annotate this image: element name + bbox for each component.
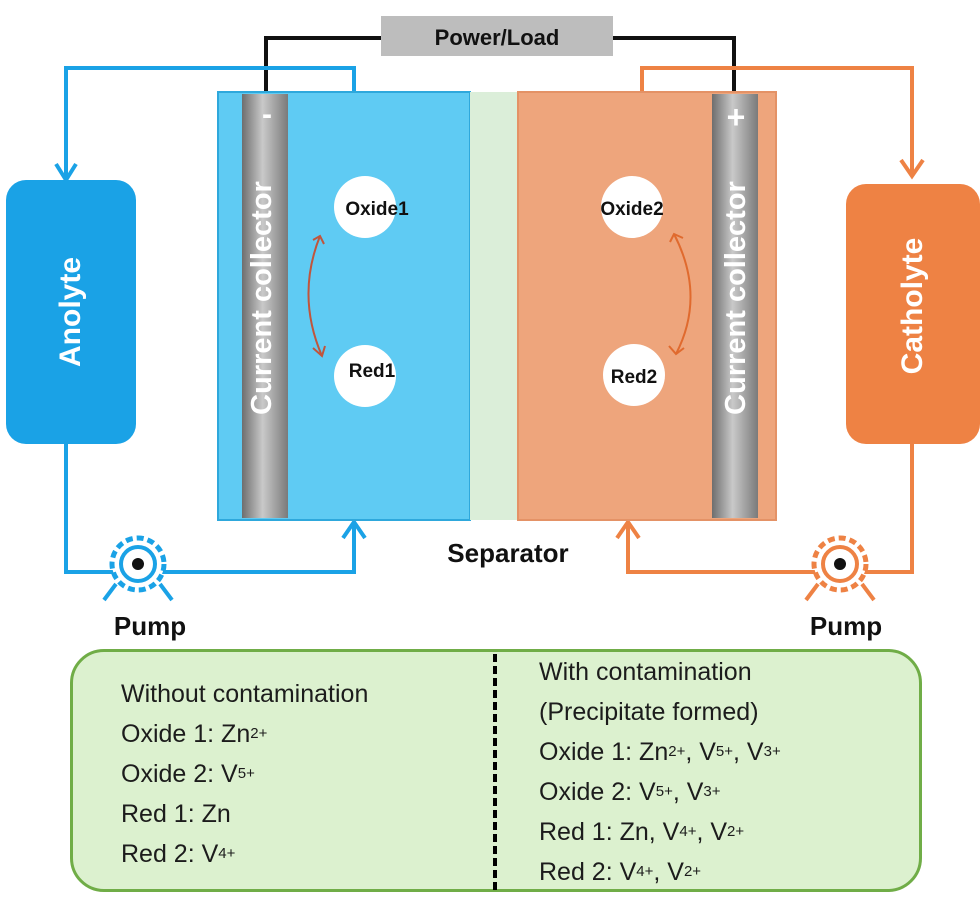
minus-terminal-sign: - — [262, 98, 272, 131]
without-red1: Red 1: Zn — [121, 800, 231, 828]
oxide2-label: Oxide2 — [600, 199, 663, 220]
oxide1-species: Oxide1 — [334, 176, 409, 238]
current-collector-left-label: Current collector — [246, 181, 278, 415]
current-collector-right: Current collector + — [712, 94, 758, 518]
pump-right-icon — [804, 535, 876, 602]
power-load-label: Power/Load — [435, 25, 560, 50]
pump-left-label: Pump — [114, 611, 186, 641]
catholyte-tank: Catholyte — [846, 184, 980, 444]
contamination-legend: Without contamination Oxide 1: Zn2+ Oxid… — [70, 649, 922, 892]
current-collector-left: Current collector - — [242, 94, 288, 518]
legend-without-contamination: Without contamination Oxide 1: Zn2+ Oxid… — [121, 674, 368, 874]
red2-label: Red2 — [611, 367, 657, 388]
without-oxide1: Oxide 1: Zn2+ — [121, 720, 268, 748]
oxide1-label: Oxide1 — [345, 199, 409, 220]
red1-species: Red1 — [334, 345, 396, 407]
with-oxide2: Oxide 2: V5+, V3+ — [539, 778, 721, 806]
power-load-box: Power/Load — [381, 16, 613, 56]
catholyte-label: Catholyte — [896, 238, 929, 375]
separator-label: Separator — [447, 538, 568, 568]
red2-species: Red2 — [603, 344, 665, 406]
with-oxide1: Oxide 1: Zn2+, V5+, V3+ — [539, 738, 781, 766]
legend-divider — [493, 654, 497, 890]
anolyte-tank: Anolyte — [6, 180, 136, 444]
redox-arrow-right — [668, 232, 692, 356]
redox-arrow-left — [307, 234, 326, 358]
anolyte-label: Anolyte — [54, 257, 87, 367]
legend-with-contamination: With contamination (Precipitate formed) … — [539, 652, 781, 892]
power-wires — [264, 36, 736, 98]
catholyte-loop — [615, 66, 925, 574]
anolyte-loop — [54, 66, 367, 574]
plus-terminal-sign: + — [727, 99, 746, 135]
with-red1: Red 1: Zn, V4+, V2+ — [539, 818, 745, 846]
separator-membrane — [470, 92, 518, 520]
without-title: Without contamination — [121, 680, 369, 708]
current-collector-right-label: Current collector — [720, 181, 752, 415]
red1-label: Red1 — [349, 361, 396, 382]
without-oxide2: Oxide 2: V5+ — [121, 760, 255, 788]
pump-left-icon — [102, 535, 174, 602]
with-red2: Red 2: V4+, V2+ — [539, 858, 702, 886]
with-subtitle: (Precipitate formed) — [539, 698, 759, 726]
without-red2: Red 2: V4+ — [121, 840, 236, 868]
with-title: With contamination — [539, 658, 752, 686]
oxide2-species: Oxide2 — [600, 176, 664, 238]
pump-right-label: Pump — [810, 611, 882, 641]
